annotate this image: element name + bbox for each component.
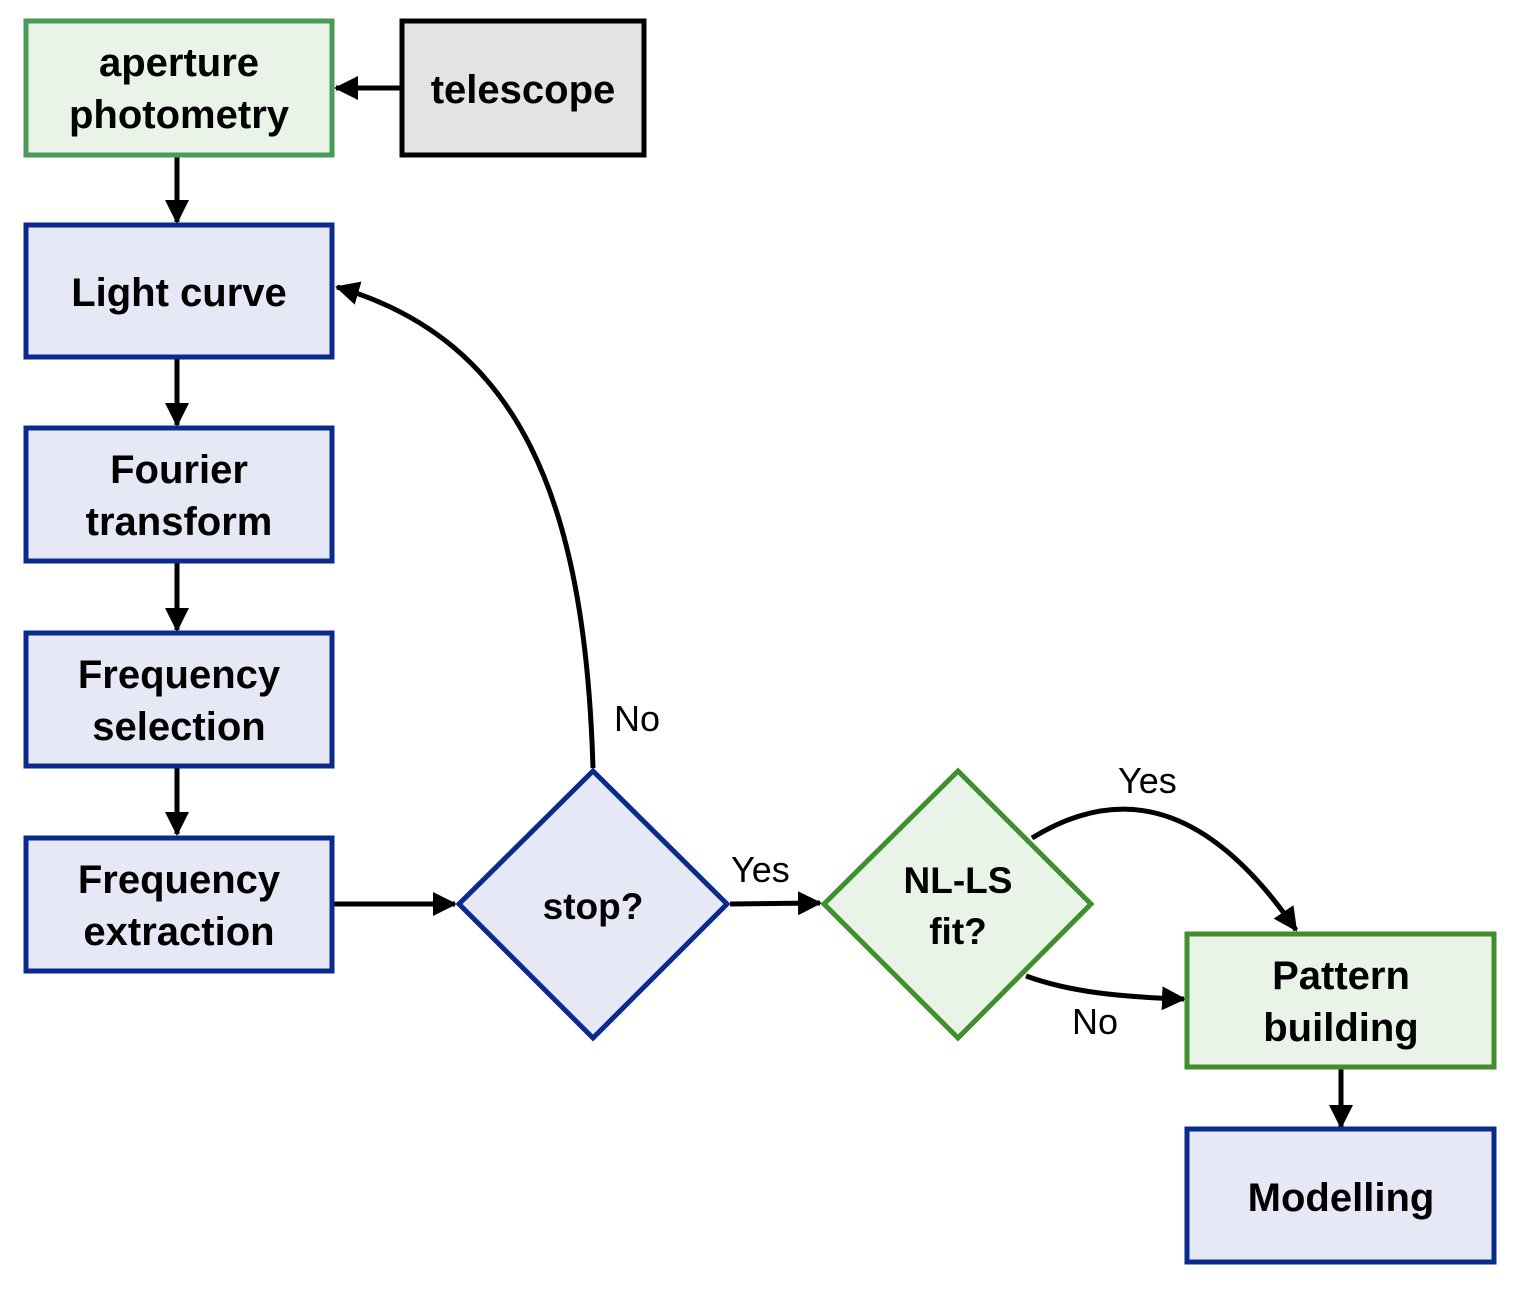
node-fourier-transform: Fourier transform <box>23 425 335 564</box>
edge-label-nlls-yes: Yes <box>1118 760 1177 801</box>
arrow-nlls-no-to-pattern <box>1025 973 1186 1011</box>
node-modelling: Modelling <box>1184 1126 1497 1265</box>
node-label-line2: photometry <box>69 93 290 137</box>
node-box <box>1184 1126 1497 1265</box>
arrow-stop-yes-to-nlls <box>729 891 822 916</box>
node-label-line1: NL-LS <box>904 860 1013 901</box>
node-diamond <box>455 767 731 1042</box>
node-box <box>23 425 335 564</box>
edge-label-stop-no: No <box>614 698 660 739</box>
node-box <box>399 18 647 158</box>
node-label-line2: building <box>1263 1006 1419 1050</box>
node-label-line2: transform <box>86 500 273 544</box>
node-pattern-building: Pattern building <box>1184 931 1497 1070</box>
node-telescope: telescope <box>399 18 647 158</box>
node-frequency-selection: Frequency selection <box>23 630 335 769</box>
node-label-line2: fit? <box>929 911 987 952</box>
node-aperture-photometry: aperture photometry <box>23 18 335 158</box>
edge-label-stop-yes: Yes <box>731 849 790 890</box>
node-box <box>23 630 335 769</box>
node-label-line2: extraction <box>83 910 274 954</box>
node-label-line1: Modelling <box>1248 1176 1435 1220</box>
edge-label-nlls-no: No <box>1072 1001 1118 1042</box>
node-box <box>23 222 335 360</box>
node-box <box>23 835 335 974</box>
node-nlls-fit-decision: NL-LS fit? <box>820 767 1095 1042</box>
arrow-stop-no-to-lightcurve <box>335 281 596 769</box>
node-diamond <box>820 767 1095 1042</box>
node-label-line1: stop? <box>543 886 644 927</box>
node-label-line1: Frequency <box>78 653 281 697</box>
arrow-nlls-yes-to-pattern <box>1030 806 1299 932</box>
node-label-line1: Fourier <box>110 448 248 492</box>
node-box <box>1184 931 1497 1070</box>
node-stop-decision: stop? <box>455 767 731 1042</box>
node-label-line1: Light curve <box>71 271 287 315</box>
node-label-line2: selection <box>92 705 265 749</box>
node-frequency-extraction: Frequency extraction <box>23 835 335 974</box>
node-box <box>23 18 335 158</box>
connectors <box>165 76 1353 1129</box>
node-label-line1: aperture <box>99 41 259 85</box>
node-label-line1: Frequency <box>78 858 281 902</box>
node-label-line1: Pattern <box>1272 954 1410 998</box>
node-light-curve: Light curve <box>23 222 335 360</box>
node-label-line1: telescope <box>431 68 616 112</box>
